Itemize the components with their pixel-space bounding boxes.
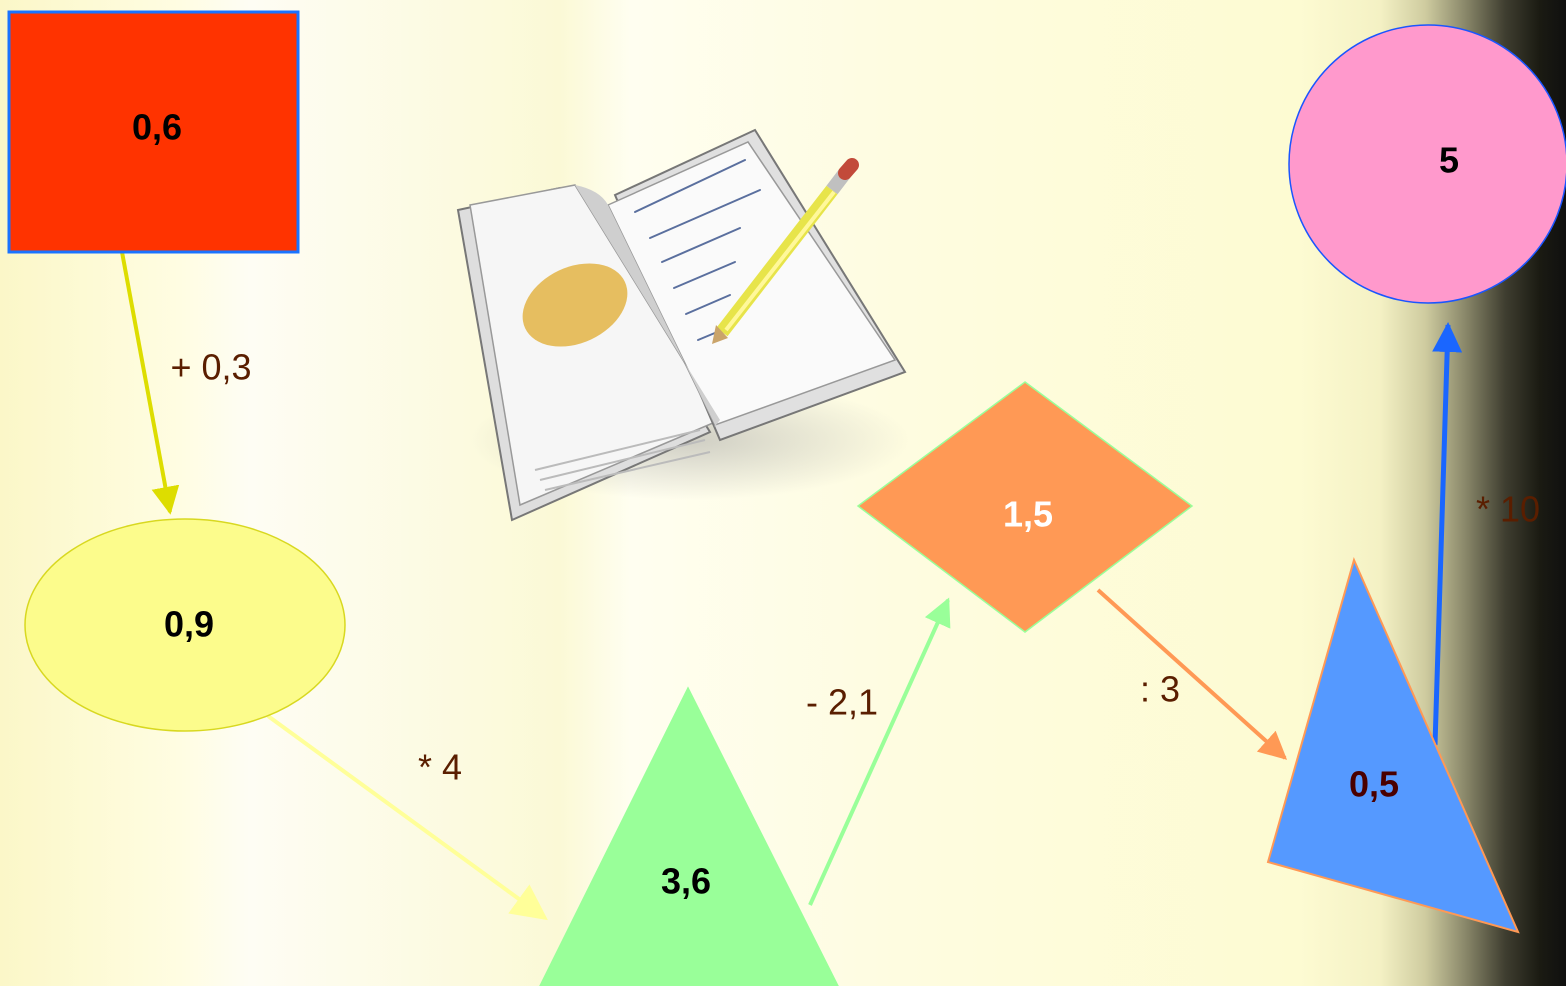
circle-node — [1288, 24, 1566, 304]
blue-triangle-node — [1266, 557, 1520, 934]
operation-label-multiply-4: * 4 — [418, 747, 462, 788]
open-notebook-with-pencil-icon — [456, 128, 910, 522]
square-node-value: 0,6 — [132, 107, 182, 148]
square-node — [7, 10, 300, 254]
arrow-square-to-ellipse — [120, 251, 180, 515]
diamond-node — [856, 381, 1194, 633]
operation-label-multiply-10: * 10 — [1476, 489, 1540, 530]
blue-triangle-node-value: 0,5 — [1349, 764, 1399, 805]
green-triangle-node-value: 3,6 — [661, 861, 711, 902]
arrow-triangle-to-diamond — [808, 597, 951, 906]
operation-label-divide: : 3 — [1140, 669, 1180, 710]
green-triangle-node — [539, 686, 839, 986]
arrow-blue-triangle-to-circle — [1432, 322, 1463, 746]
ellipse-node — [24, 518, 346, 732]
operation-label-add: + 0,3 — [170, 347, 251, 388]
operation-label-subtract: - 2,1 — [806, 682, 878, 723]
diamond-node-value: 1,5 — [1003, 494, 1053, 535]
ellipse-node-value: 0,9 — [164, 604, 214, 645]
arrow-diamond-to-blue-triangle — [1096, 588, 1288, 760]
arrow-ellipse-to-triangle — [266, 714, 548, 921]
circle-node-value: 5 — [1439, 140, 1459, 181]
